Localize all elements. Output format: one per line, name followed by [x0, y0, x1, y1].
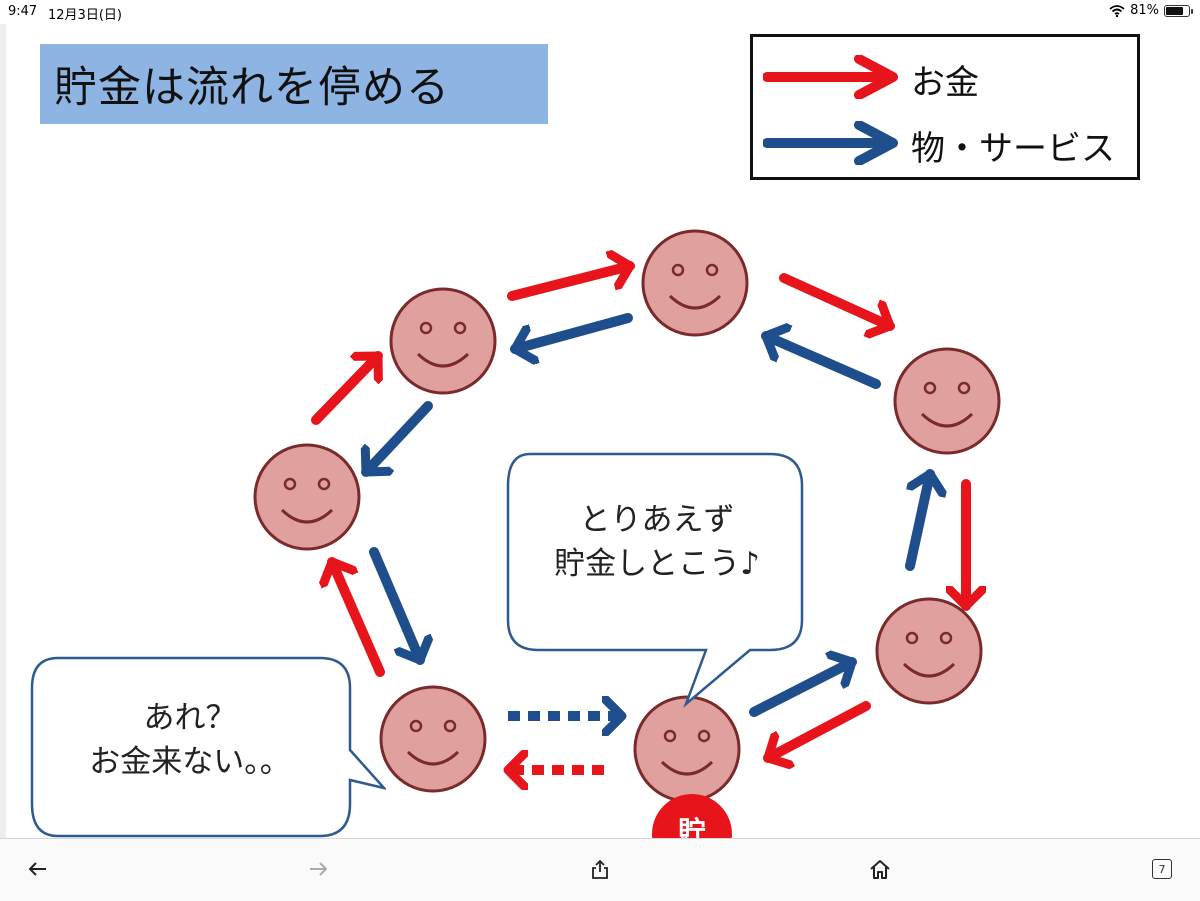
battery-percent: 81%	[1130, 3, 1159, 18]
legend-goods-arrow-icon	[763, 121, 898, 165]
diagram-image: 貯金は流れを停める お金 物・サービス	[0, 24, 1200, 838]
face-right	[893, 347, 1001, 455]
face-bottom-left	[379, 685, 487, 793]
goods-arrow	[366, 401, 433, 477]
face-left	[253, 443, 361, 551]
status-date: 12月3日(日)	[48, 8, 122, 23]
face-top-left	[389, 287, 497, 395]
goods-arrow	[905, 469, 930, 571]
arrow-left-icon	[29, 862, 46, 876]
money-arrow	[332, 557, 385, 677]
speech-bubble-saver	[506, 452, 804, 709]
face-top	[641, 229, 749, 337]
forward-button[interactable]	[298, 849, 338, 889]
diagram-title: 貯金は流れを停める	[40, 44, 548, 124]
money-arrow	[779, 273, 895, 326]
status-bar: 9:47 12月3日(日) 81%	[0, 0, 1200, 24]
home-icon	[870, 860, 890, 879]
speech-bubble-waiting	[30, 656, 386, 838]
money-arrow	[763, 701, 871, 758]
tabs-count: 7	[1152, 859, 1172, 879]
bottom-toolbar: 7	[0, 838, 1200, 901]
status-right: 81%	[1109, 3, 1193, 18]
legend-money-arrow-icon	[763, 55, 898, 99]
speech-bubble-waiting-text: あれ？ お金来ない。。	[89, 700, 291, 780]
page-edge	[0, 24, 6, 838]
back-button[interactable]	[18, 849, 58, 889]
money-arrow	[311, 351, 383, 425]
speech-bubble-saver-text: とりあえず 貯金しとこう♪	[554, 502, 760, 582]
saving-badge-text: 貯	[677, 815, 706, 838]
goods-arrow	[510, 313, 633, 349]
money-arrow	[507, 266, 635, 301]
goods-arrow	[369, 547, 420, 665]
face-lower-right	[875, 597, 983, 705]
status-time: 9:47	[8, 4, 38, 19]
goods-arrow	[749, 662, 857, 717]
wifi-icon	[1109, 4, 1125, 17]
diagram-title-text: 貯金は流れを停める	[54, 63, 450, 113]
legend-goods-label: 物・サービス	[911, 129, 1115, 169]
tabs-button[interactable]: 7	[1142, 849, 1182, 889]
battery-level-fill	[1166, 6, 1183, 15]
legend-money-label: お金	[911, 63, 979, 103]
share-icon	[592, 859, 608, 879]
battery-icon	[1164, 4, 1193, 17]
flow-arrows	[311, 24, 1200, 838]
legend: お金 物・サービス	[750, 34, 1140, 180]
face-saver	[633, 695, 741, 803]
goods-arrow	[761, 336, 881, 389]
share-button[interactable]	[580, 849, 620, 889]
arrow-right-icon	[310, 862, 327, 876]
home-button[interactable]	[860, 849, 900, 889]
